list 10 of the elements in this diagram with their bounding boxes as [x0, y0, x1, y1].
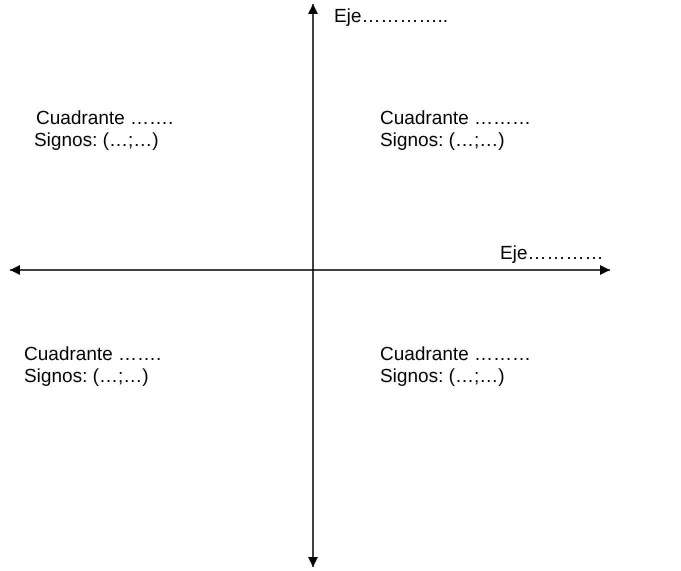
quadrant-label: Cuadrante ……. [36, 108, 174, 130]
signs-label: Signos: (…;…) [34, 130, 159, 152]
axis-label: Eje………….. [334, 6, 448, 28]
signs-label: Signos: (…;…) [380, 366, 505, 388]
quadrant-label: Cuadrante ……. [24, 344, 162, 366]
signs-label: Signos: (…;…) [380, 130, 505, 152]
axis-label: Eje………… [500, 243, 604, 265]
signs-label: Signos: (…;…) [24, 366, 149, 388]
quadrant-label: Cuadrante ……… [380, 344, 532, 366]
quadrant-label: Cuadrante ……… [380, 108, 532, 130]
